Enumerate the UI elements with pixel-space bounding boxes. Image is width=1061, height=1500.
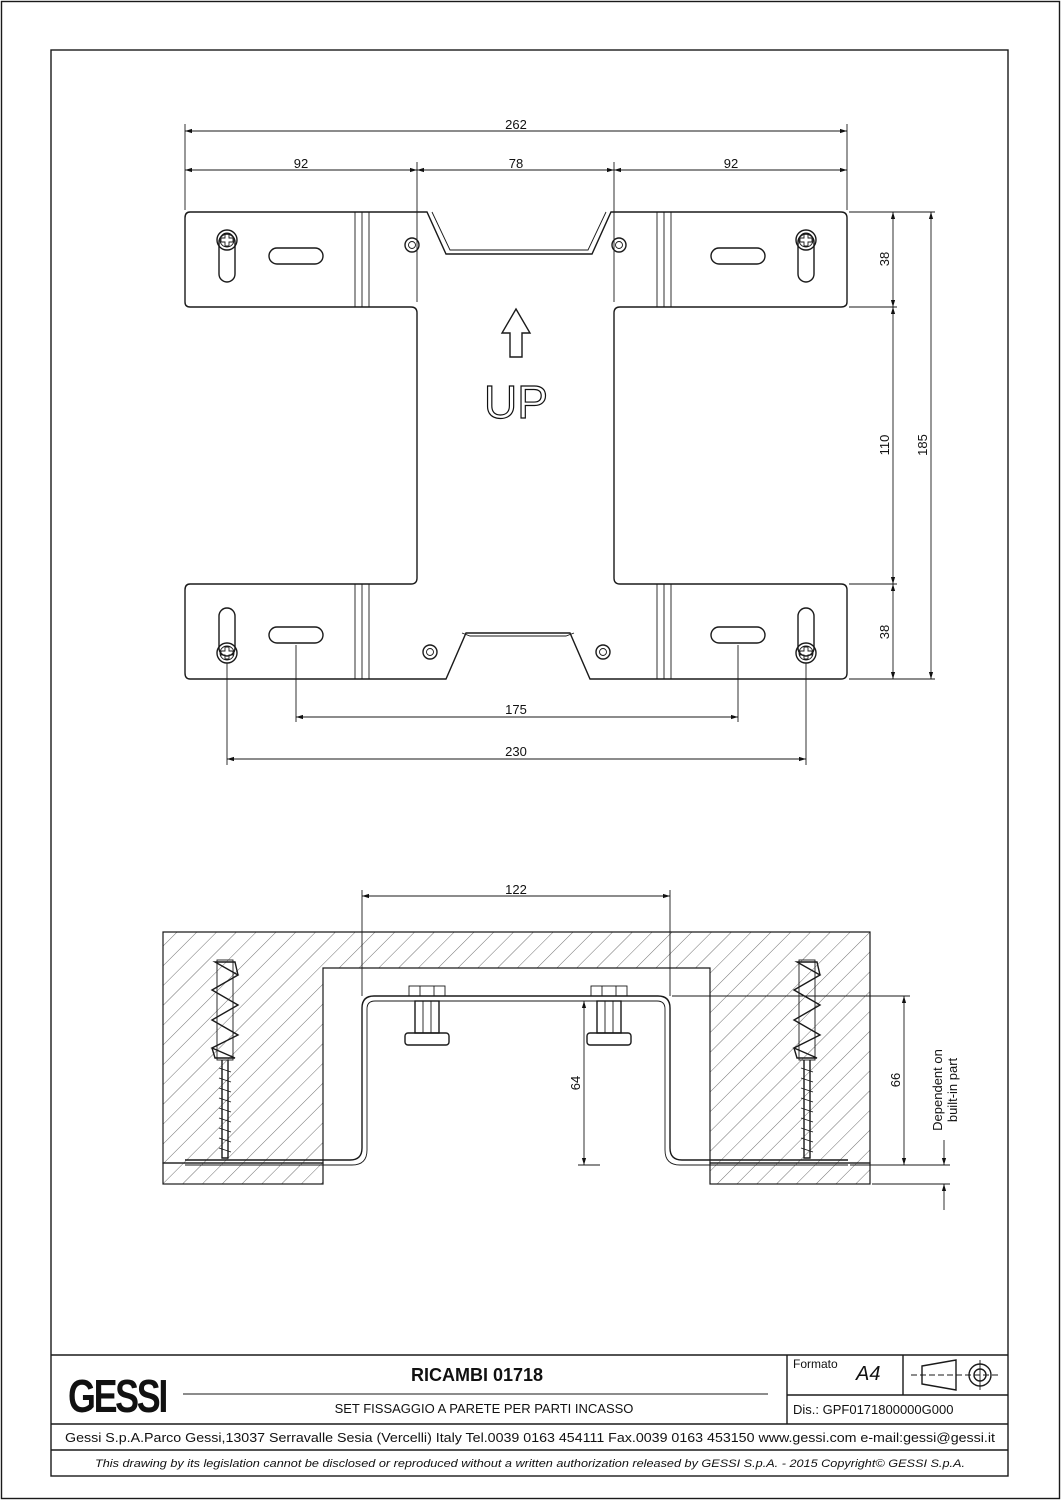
dim-bracket-width: 122	[505, 882, 527, 897]
drawing-number: Dis.: GPF0171800000G000	[793, 1402, 953, 1417]
dim-center: 78	[509, 156, 523, 171]
wall-plugs	[210, 959, 822, 1159]
tile-right	[709, 1162, 871, 1185]
dim-screw-spacing: 230	[505, 744, 527, 759]
dim-depth: 64	[568, 1076, 583, 1090]
bend-lines	[354, 212, 672, 679]
dim-overall-width: 262	[505, 117, 527, 132]
up-arrow-icon	[500, 307, 532, 358]
drawing-title: RICAMBI 01718	[411, 1365, 543, 1385]
plan-view: UP	[184, 117, 935, 765]
up-label: UP	[484, 376, 548, 428]
format-label: Formato	[793, 1357, 838, 1371]
gessi-logo: GESSI	[68, 1370, 166, 1422]
title-block: GESSI RICAMBI 01718 SET FISSAGGIO A PARE…	[51, 1354, 1008, 1470]
note-built-in-part: built-in part	[945, 1057, 960, 1122]
bracket-profile	[185, 995, 848, 1161]
drawing-frame	[50, 49, 1009, 1477]
mounting-slots	[218, 233, 815, 657]
section-view: 122 64 66 Dependent on built-in part	[162, 882, 960, 1210]
note-dependent-on: Dependent on	[930, 1049, 945, 1131]
dim-slot-spacing: 175	[505, 702, 527, 717]
fixing-holes	[404, 237, 627, 660]
dim-middle-height: 110	[877, 435, 892, 456]
dim-mount-depth: 66	[888, 1073, 903, 1087]
company-address: Gessi S.p.A.Parco Gessi,13037 Serravalle…	[65, 1430, 995, 1445]
format-value: A4	[855, 1363, 880, 1385]
dim-overall-height: 185	[915, 434, 930, 456]
dim-right-wing: 92	[724, 156, 738, 171]
tile-left	[162, 1162, 324, 1185]
bolts	[404, 985, 632, 1046]
drawing-subtitle: SET FISSAGGIO A PARETE PER PARTI INCASSO	[335, 1401, 634, 1416]
screw-heads	[216, 229, 817, 664]
dim-bottom-height: 38	[877, 625, 892, 639]
projection-symbol-icon	[911, 1359, 998, 1391]
bracket-plate-outline	[184, 211, 848, 680]
wall-section-hatched	[162, 931, 871, 1164]
dim-left-wing: 92	[294, 156, 308, 171]
dim-top-height: 38	[877, 252, 892, 266]
copyright-disclaimer: This drawing by its legislation cannot b…	[95, 1458, 965, 1470]
